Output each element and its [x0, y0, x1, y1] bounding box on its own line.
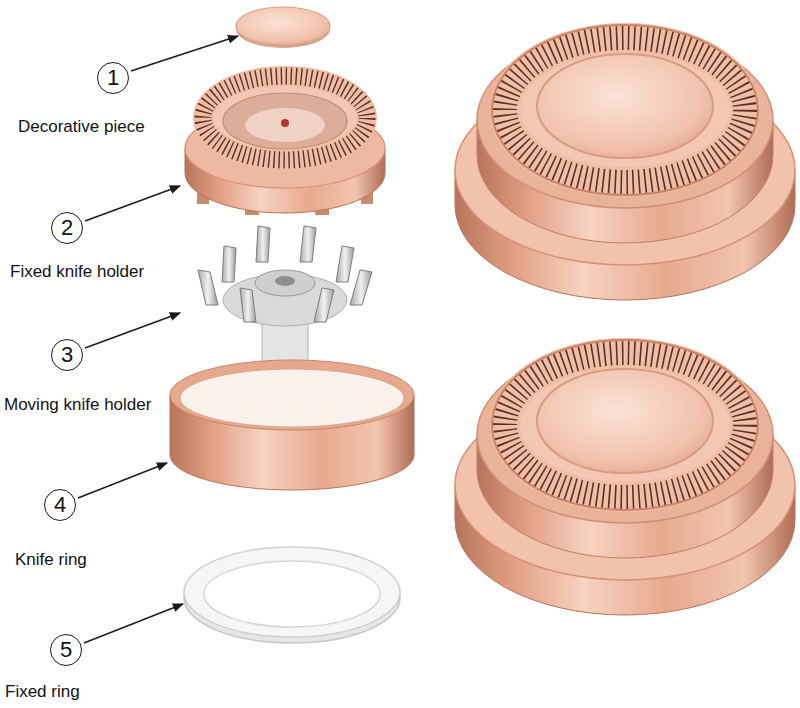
callout-number: 2	[61, 217, 73, 239]
callout-circle: 1	[97, 62, 129, 94]
fixed-knife-holder	[185, 76, 385, 215]
callout-number: 1	[107, 67, 119, 89]
leader-line	[85, 186, 180, 221]
assembled-head	[455, 25, 795, 300]
part-name: Decorative piece	[18, 117, 145, 137]
knife-ring	[170, 360, 414, 490]
part-name: Knife ring	[15, 550, 87, 570]
leader-line	[85, 313, 180, 348]
leader-line	[78, 463, 167, 498]
callout-number: 5	[60, 639, 72, 661]
callout-number: 3	[61, 344, 73, 366]
callout-circle: 3	[51, 339, 83, 371]
part-name: Fixed ring	[5, 682, 80, 702]
leader-line	[131, 36, 238, 71]
callout-circle: 2	[51, 212, 83, 244]
fixed-ring	[184, 547, 400, 643]
part-name: Fixed knife holder	[10, 262, 144, 282]
callout-number: 4	[54, 494, 66, 516]
part-name: Moving knife holder	[4, 395, 151, 415]
assembled-head	[455, 340, 795, 615]
callout-circle: 4	[44, 489, 76, 521]
decorative-piece	[236, 7, 330, 48]
callout-circle: 5	[50, 634, 82, 666]
leader-line	[84, 604, 183, 643]
